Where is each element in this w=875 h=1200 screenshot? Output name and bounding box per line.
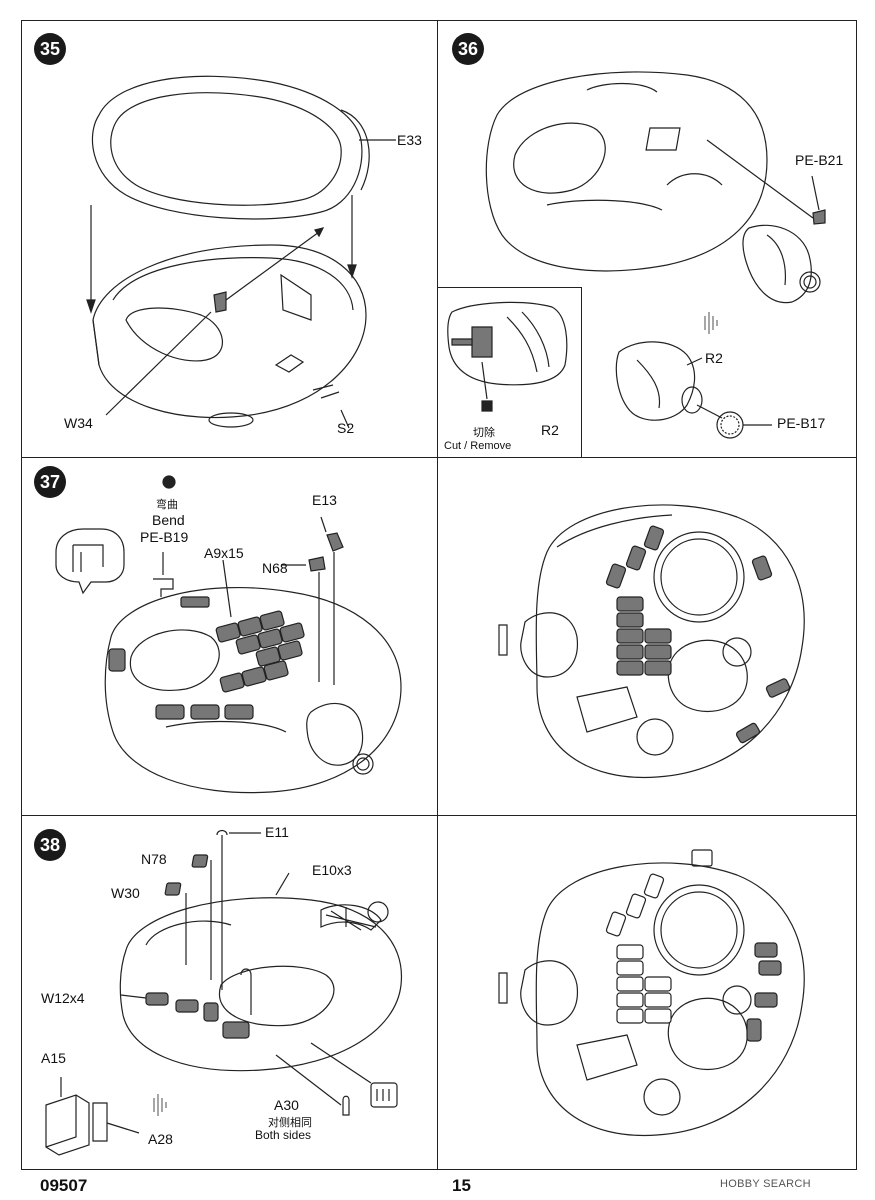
label-w34: W34 bbox=[64, 415, 93, 431]
step-37-illustration bbox=[21, 457, 438, 816]
label-n78: N78 bbox=[141, 851, 167, 867]
label-s2: S2 bbox=[337, 420, 355, 436]
label-pe-b17: PE-B17 bbox=[777, 415, 826, 431]
label-w30: W30 bbox=[111, 885, 140, 901]
panel-step-38-topview bbox=[437, 815, 857, 1170]
step-36-illustration bbox=[437, 20, 857, 458]
kit-code: 09507 bbox=[40, 1176, 88, 1195]
inset-part-label: R2 bbox=[541, 422, 559, 438]
label-bend-en: Bend bbox=[152, 512, 185, 528]
step-38-topview-illustration bbox=[437, 815, 857, 1170]
label-pe-b21: PE-B21 bbox=[795, 152, 844, 168]
watermark: HOBBY SEARCH bbox=[720, 1178, 811, 1190]
inset-cut-label-en: Cut / Remove bbox=[444, 440, 512, 452]
label-r2: R2 bbox=[705, 350, 723, 366]
label-e10x3: E10x3 bbox=[312, 862, 352, 878]
label-w12x4: W12x4 bbox=[41, 990, 85, 1006]
label-pe-b19: PE-B19 bbox=[140, 529, 189, 545]
step-number-36: 36 bbox=[452, 33, 484, 65]
label-a30: A30 bbox=[274, 1097, 299, 1113]
label-a28: A28 bbox=[148, 1131, 173, 1147]
label-a9x15: A9x15 bbox=[204, 545, 244, 561]
label-e11: E11 bbox=[265, 824, 289, 840]
label-both-sides-en: Both sides bbox=[255, 1128, 312, 1142]
label-both-sides-cn: 对侧相同 bbox=[268, 1117, 312, 1129]
label-e33: E33 bbox=[397, 132, 422, 148]
inset-cut-label-cn: 切除 bbox=[473, 427, 495, 439]
label-a15: A15 bbox=[41, 1050, 66, 1066]
label-e13: E13 bbox=[312, 492, 337, 508]
page-number: 15 bbox=[452, 1176, 471, 1195]
step-number-37: 37 bbox=[34, 466, 66, 498]
step-38-illustration bbox=[21, 815, 438, 1170]
label-n68: N68 bbox=[262, 560, 288, 576]
label-bend-cn: 弯曲 bbox=[156, 499, 178, 511]
inset-cut-illustration bbox=[437, 287, 582, 458]
step-37-topview-illustration bbox=[437, 457, 857, 816]
step-35-illustration bbox=[21, 20, 438, 458]
step-number-35: 35 bbox=[34, 33, 66, 65]
step-number-38: 38 bbox=[34, 829, 66, 861]
